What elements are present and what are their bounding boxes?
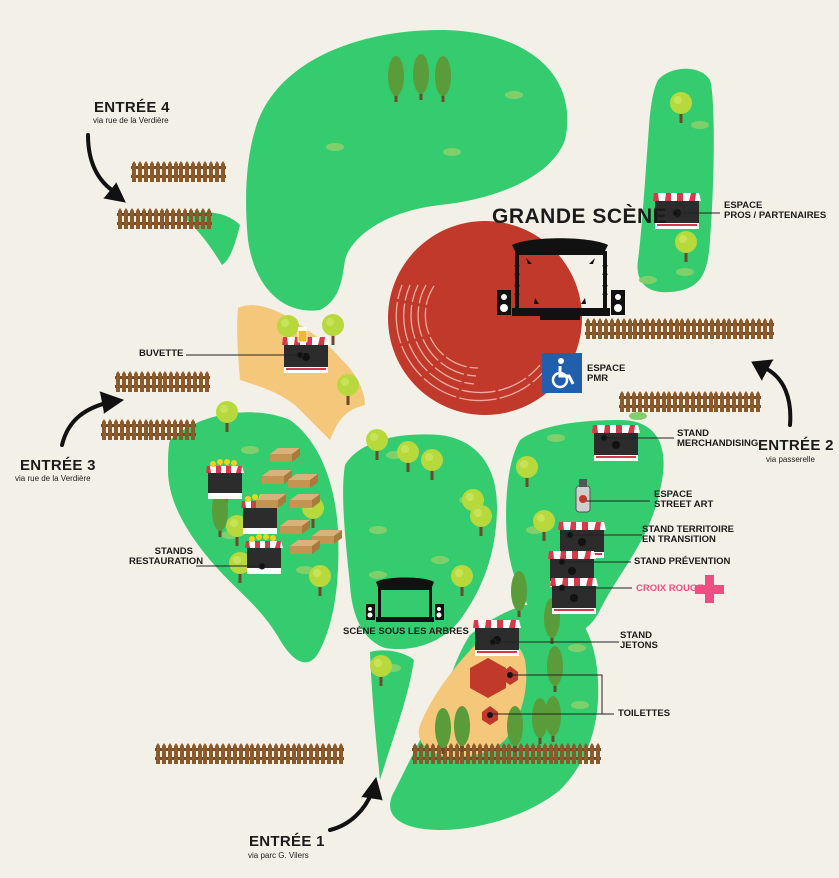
red-cross-icon — [695, 575, 724, 603]
entree-4-title: ENTRÉE 4 — [94, 99, 170, 116]
espace-pmr-label: ESPACE PMR — [587, 364, 625, 384]
entree-4-via: via rue de la Verdière — [93, 116, 169, 125]
stand-merchandising-label: STAND MERCHANDISING — [677, 429, 758, 449]
stands-restauration-line1: STANDS — [154, 546, 193, 557]
scene-sous-les-arbres-stage — [366, 577, 444, 622]
leader-lines — [186, 209, 720, 715]
espace-pros-label: ESPACE PROS / PARTENAIRES — [724, 201, 826, 221]
espace-pros-line1: ESPACE — [724, 200, 763, 211]
espace-pmr-line1: ESPACE — [587, 363, 626, 374]
entree-1-title: ENTRÉE 1 — [249, 833, 325, 850]
spray-can-icon — [575, 479, 591, 513]
buvette-label: BUVETTE — [139, 348, 184, 359]
stand-merch-line1: STAND — [677, 428, 710, 439]
entrance-arrows — [60, 133, 793, 832]
entree-1-via: via parc G. Vilers — [248, 851, 309, 860]
espace-pmr-line2: PMR — [587, 372, 609, 384]
grande-scene-label: GRANDE SCÈNE — [492, 205, 668, 228]
jetons-line1: STAND — [620, 630, 653, 641]
beer-icon — [297, 327, 308, 343]
entree-2-via: via passerelle — [766, 455, 815, 464]
stand-merch-line2: MERCHANDISING — [677, 437, 759, 449]
stand-territoire-label: STAND TERRITOIRE EN TRANSITION — [642, 525, 734, 545]
territoire-line1: STAND TERRITOIRE — [642, 524, 735, 535]
toilettes-label: TOILETTES — [618, 708, 671, 719]
booths — [206, 193, 701, 656]
stands-restauration-line2: RESTAURATION — [129, 555, 204, 567]
jetons-line2: JETONS — [620, 639, 658, 651]
espace-street-art-label: ESPACE STREET ART — [654, 490, 713, 510]
stands-restauration-label: STANDS RESTAURATION — [129, 546, 203, 567]
speaker-icon — [497, 290, 625, 315]
entree-3-title: ENTRÉE 3 — [20, 457, 96, 474]
croix-rouge-label: CROIX ROUGE — [636, 583, 704, 594]
stand-jetons-label: STAND JETONS — [620, 631, 658, 651]
entree-3-via: via rue de la Verdière — [15, 474, 91, 483]
espace-pros-line2: PROS / PARTENAIRES — [724, 209, 827, 221]
scene-sous-les-arbres-label: SCÈNE SOUS LES ARBRES — [343, 626, 469, 637]
grande-scene-area — [388, 221, 625, 415]
wheelchair-icon — [542, 353, 582, 393]
entree-2-title: ENTRÉE 2 — [758, 437, 834, 454]
stand-prevention-label: STAND PRÉVENTION — [634, 556, 731, 567]
street-art-line2: STREET ART — [654, 498, 714, 510]
street-art-line1: ESPACE — [654, 489, 693, 500]
grande-scene-stage — [497, 238, 625, 320]
territoire-line2: EN TRANSITION — [642, 533, 716, 545]
